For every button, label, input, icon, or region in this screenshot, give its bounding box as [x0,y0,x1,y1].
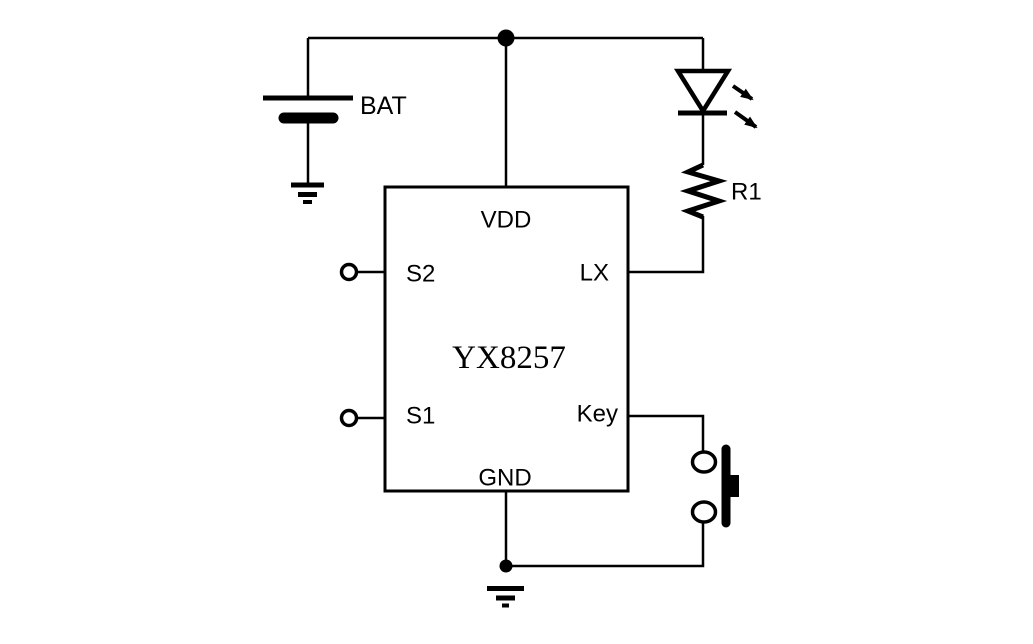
push-button-symbol [690,444,739,528]
led-arrow-1 [731,84,754,101]
pin-label-lx: LX [580,260,609,287]
ground-junction-dot [499,559,513,573]
led-light-arrows [731,84,758,129]
button-ground-wire [506,522,705,568]
battery-ground-symbol [291,182,324,204]
pin-label-vdd: VDD [481,207,532,234]
ic-part-number: YX8257 [452,340,566,376]
resistor-label: R1 [731,179,762,206]
led-symbol [673,68,758,129]
button-knob [727,475,739,497]
button-contact-bottom [690,500,718,524]
pin-label-gnd: GND [478,465,531,492]
button-contact-top [690,450,718,474]
led-triangle [673,68,733,116]
pin-label-s2: S2 [406,261,435,288]
pin-label-s1: S1 [406,403,435,430]
ic-yx8257: VDD S2 LX S1 Key GND YX8257 [383,185,630,493]
led-arrow-2 [733,110,758,129]
resistor-symbol: R1 [679,162,762,220]
key-wire [628,414,705,452]
resistor-zigzag [679,162,728,220]
supply-junction-dot [497,29,515,47]
main-ground-symbol [487,586,524,608]
s1-terminal [339,408,359,428]
pin-label-key: Key [577,401,618,428]
battery-symbol: BAT [263,92,407,124]
ic-body [383,185,630,493]
battery-label: BAT [360,92,407,120]
lx-wire [628,216,705,274]
s2-terminal [339,262,359,282]
